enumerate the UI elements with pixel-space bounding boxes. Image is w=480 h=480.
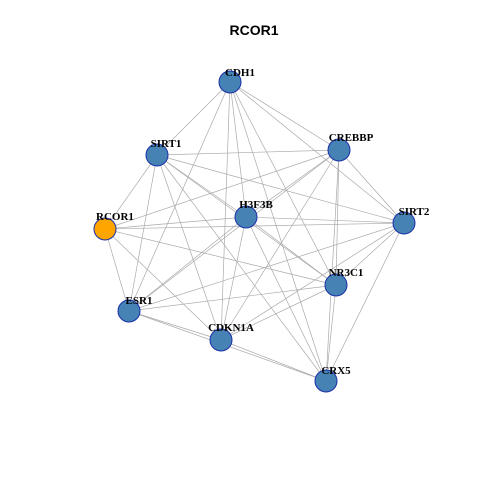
edge-crebbp-rcor1 [104, 149, 340, 230]
edge-sirt1-sirt2 [156, 154, 405, 224]
node-nr3c1: NR3C1 [324, 267, 364, 297]
edge-cdh1-crx5 [229, 81, 327, 382]
node-circle-sirt1 [145, 143, 169, 167]
node-crx5: CRX5 [314, 365, 351, 393]
edge-nr3c1-cdkn1a [220, 284, 337, 341]
node-cdkn1a: CDKN1A [208, 322, 254, 352]
node-label-h3f3b: H3F3B [239, 199, 273, 211]
node-label-crx5: CRX5 [321, 365, 351, 377]
edge-esr1-cdkn1a [128, 310, 222, 341]
node-rcor1: RCOR1 [93, 211, 134, 241]
edge-sirt2-esr1 [128, 222, 405, 312]
node-label-sirt1: SIRT1 [151, 138, 182, 150]
edge-h3f3b-crx5 [245, 216, 327, 382]
edge-h3f3b-esr1 [128, 216, 247, 312]
edge-sirt1-cdkn1a [156, 154, 222, 341]
edge-h3f3b-cdkn1a [220, 216, 247, 341]
edges-layer [104, 81, 405, 382]
node-circle-rcor1 [93, 217, 117, 241]
edge-sirt2-crx5 [325, 222, 405, 382]
node-circle-crebbp [327, 138, 351, 162]
edge-rcor1-nr3c1 [104, 228, 337, 286]
edge-cdkn1a-crx5 [220, 339, 327, 382]
diagram-title: RCOR1 [229, 22, 278, 38]
node-label-cdkn1a: CDKN1A [208, 322, 254, 334]
edge-crebbp-h3f3b [245, 149, 340, 218]
edge-crebbp-crx5 [325, 149, 340, 382]
edge-sirt1-rcor1 [104, 154, 158, 230]
edge-cdh1-cdkn1a [220, 81, 231, 341]
node-label-nr3c1: NR3C1 [329, 267, 364, 279]
edge-h3f3b-nr3c1 [245, 216, 337, 286]
edge-sirt1-crebbp [156, 149, 340, 156]
node-circle-esr1 [117, 299, 141, 323]
edge-sirt1-crx5 [156, 154, 327, 382]
edge-sirt2-cdkn1a [220, 222, 405, 341]
edge-rcor1-sirt2 [104, 222, 405, 230]
node-circle-sirt2 [392, 211, 416, 235]
edge-sirt1-h3f3b [156, 154, 247, 218]
edge-crebbp-esr1 [128, 149, 340, 312]
node-label-sirt2: SIRT2 [399, 206, 430, 218]
edge-h3f3b-sirt2 [245, 216, 405, 224]
node-label-crebbp: CREBBP [329, 132, 374, 144]
node-h3f3b: H3F3B [234, 199, 273, 229]
edge-h3f3b-rcor1 [104, 216, 247, 230]
node-esr1: ESR1 [117, 295, 153, 323]
node-circle-cdkn1a [209, 328, 233, 352]
edge-cdh1-sirt1 [156, 81, 231, 156]
edge-cdh1-sirt2 [229, 81, 405, 224]
edge-cdh1-nr3c1 [229, 81, 337, 286]
node-circle-cdh1 [218, 70, 242, 94]
edge-rcor1-cdkn1a [104, 228, 222, 341]
node-label-cdh1: CDH1 [225, 67, 255, 79]
node-label-rcor1: RCOR1 [96, 211, 134, 223]
edge-crebbp-cdkn1a [220, 149, 340, 341]
node-sirt1: SIRT1 [145, 138, 182, 167]
node-circle-h3f3b [234, 205, 258, 229]
edge-rcor1-esr1 [104, 228, 130, 312]
edge-cdh1-crebbp [229, 81, 340, 151]
edge-crebbp-nr3c1 [335, 149, 340, 286]
edge-sirt1-esr1 [128, 154, 158, 312]
edge-cdh1-esr1 [128, 81, 231, 312]
node-cdh1: CDH1 [218, 67, 255, 94]
node-crebbp: CREBBP [327, 132, 374, 162]
edge-sirt2-nr3c1 [335, 222, 405, 286]
edge-nr3c1-crx5 [325, 284, 337, 382]
node-sirt2: SIRT2 [392, 206, 430, 235]
edge-cdh1-h3f3b [229, 81, 247, 218]
edge-nr3c1-esr1 [128, 284, 337, 312]
edge-crebbp-sirt2 [338, 149, 405, 224]
node-circle-crx5 [314, 369, 338, 393]
node-circle-nr3c1 [324, 273, 348, 297]
node-label-esr1: ESR1 [126, 295, 153, 307]
